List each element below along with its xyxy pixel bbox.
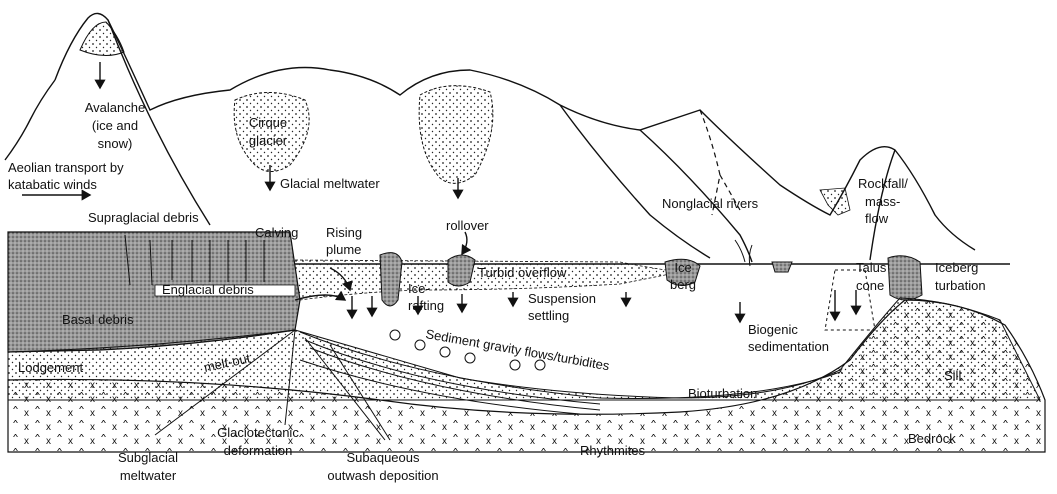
cirque-glacier-left xyxy=(234,93,309,172)
svg-text:outwash deposition: outwash deposition xyxy=(327,468,438,483)
svg-text:Biogenic: Biogenic xyxy=(748,322,798,337)
svg-text:berg: berg xyxy=(670,277,696,292)
label-lodgement: Lodgement xyxy=(18,360,83,375)
svg-text:rafting: rafting xyxy=(408,298,444,313)
svg-text:snow): snow) xyxy=(98,136,133,151)
svg-text:Subaqueous: Subaqueous xyxy=(346,450,420,465)
label-englacial-debris: Englacial debris xyxy=(162,282,254,297)
label-sediment-gravity-flows: Sediment gravity flows/turbidites xyxy=(424,326,611,373)
label-supraglacial-debris: Supraglacial debris xyxy=(88,210,199,225)
mountain-left-slope xyxy=(5,80,55,160)
svg-text:Ice-: Ice- xyxy=(408,281,430,296)
svg-text:plume: plume xyxy=(326,242,361,257)
svg-text:Talus: Talus xyxy=(856,260,887,275)
label-calving: Calving xyxy=(255,225,298,240)
river-channel xyxy=(735,240,752,266)
svg-text:cone: cone xyxy=(856,278,884,293)
label-subglacial-meltwater: Subglacial meltwater xyxy=(118,450,178,483)
svg-text:Ice: Ice xyxy=(674,260,691,275)
svg-text:(ice and: (ice and xyxy=(92,118,138,133)
svg-text:Aeolian transport by: Aeolian transport by xyxy=(8,160,124,175)
label-bioturbation: Bioturbation xyxy=(688,386,757,401)
label-subaqueous-outwash: Subaqueous outwash deposition xyxy=(327,450,438,483)
svg-text:mass-: mass- xyxy=(865,194,900,209)
svg-text:Cirque: Cirque xyxy=(249,115,287,130)
label-rhythmites: Rhythmites xyxy=(580,443,646,458)
label-rollover: rollover xyxy=(446,218,489,233)
svg-text:deformation: deformation xyxy=(224,443,293,458)
svg-text:Suspension: Suspension xyxy=(528,291,596,306)
label-basal-debris: Basal debris xyxy=(62,312,134,327)
label-biogenic-sedimentation: Biogenic sedimentation xyxy=(748,322,829,354)
svg-text:katabatic winds: katabatic winds xyxy=(8,177,97,192)
svg-text:Subglacial: Subglacial xyxy=(118,450,178,465)
svg-text:sedimentation: sedimentation xyxy=(748,339,829,354)
cirque-glacier-right xyxy=(419,86,493,184)
svg-text:settling: settling xyxy=(528,308,569,323)
svg-text:glacier: glacier xyxy=(249,133,288,148)
label-rising-plume: Rising plume xyxy=(326,225,362,257)
svg-text:Iceberg: Iceberg xyxy=(935,260,978,275)
label-sill: Sill xyxy=(944,368,961,383)
label-turbid-overflow: Turbid overflow xyxy=(478,265,567,280)
label-avalanche: Avalanche (ice and snow) xyxy=(85,100,145,151)
svg-text:turbation: turbation xyxy=(935,278,986,293)
svg-text:Avalanche: Avalanche xyxy=(85,100,145,115)
label-glacial-meltwater: Glacial meltwater xyxy=(280,176,380,191)
label-rockfall: Rockfall/ mass- flow xyxy=(858,176,908,226)
iceberg-small xyxy=(772,262,792,272)
svg-text:meltwater: meltwater xyxy=(120,468,177,483)
svg-text:Rockfall/: Rockfall/ xyxy=(858,176,908,191)
iceberg-rising-plume xyxy=(380,253,402,306)
label-talus-cone: Talus cone xyxy=(856,260,887,293)
svg-text:Glaciotectonic: Glaciotectonic xyxy=(217,425,299,440)
svg-text:Rising: Rising xyxy=(326,225,362,240)
label-aeolian: Aeolian transport by katabatic winds xyxy=(8,160,124,192)
mountain-slope-b xyxy=(560,105,710,258)
peak-snow-cap xyxy=(80,22,124,56)
label-suspension-settling: Suspension settling xyxy=(528,291,596,323)
svg-text:flow: flow xyxy=(865,211,889,226)
label-bedrock: Bedrock xyxy=(908,431,956,446)
label-nonglacial-rivers: Nonglacial rivers xyxy=(662,196,759,211)
iceberg-grounded xyxy=(888,256,922,300)
rockfall-debris xyxy=(820,188,850,215)
label-iceberg-turbation: Iceberg turbation xyxy=(935,260,986,293)
